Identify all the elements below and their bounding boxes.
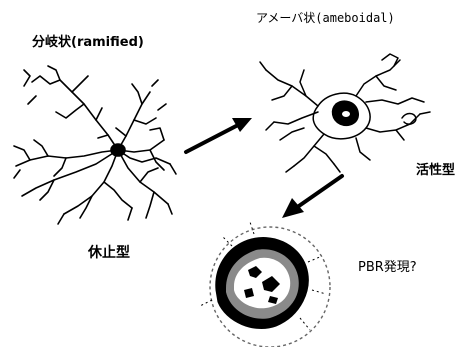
pbr-expression-circle — [200, 222, 330, 347]
transition-arrow-ramified-to-amoeboid — [186, 118, 252, 152]
amoeboid-microglia-drawing — [260, 54, 430, 172]
transition-arrow-amoeboid-to-pbr — [282, 176, 342, 218]
activated-type-label: 活性型 — [416, 164, 455, 177]
amoeboid-label: アメーバ状(ameboidal) — [256, 12, 395, 24]
ramified-microglia-drawing — [14, 66, 176, 224]
pbr-expression-label: PBR発現? — [358, 261, 417, 274]
ramified-label: 分岐状(ramified) — [32, 36, 144, 49]
resting-type-label: 休止型 — [88, 246, 130, 260]
